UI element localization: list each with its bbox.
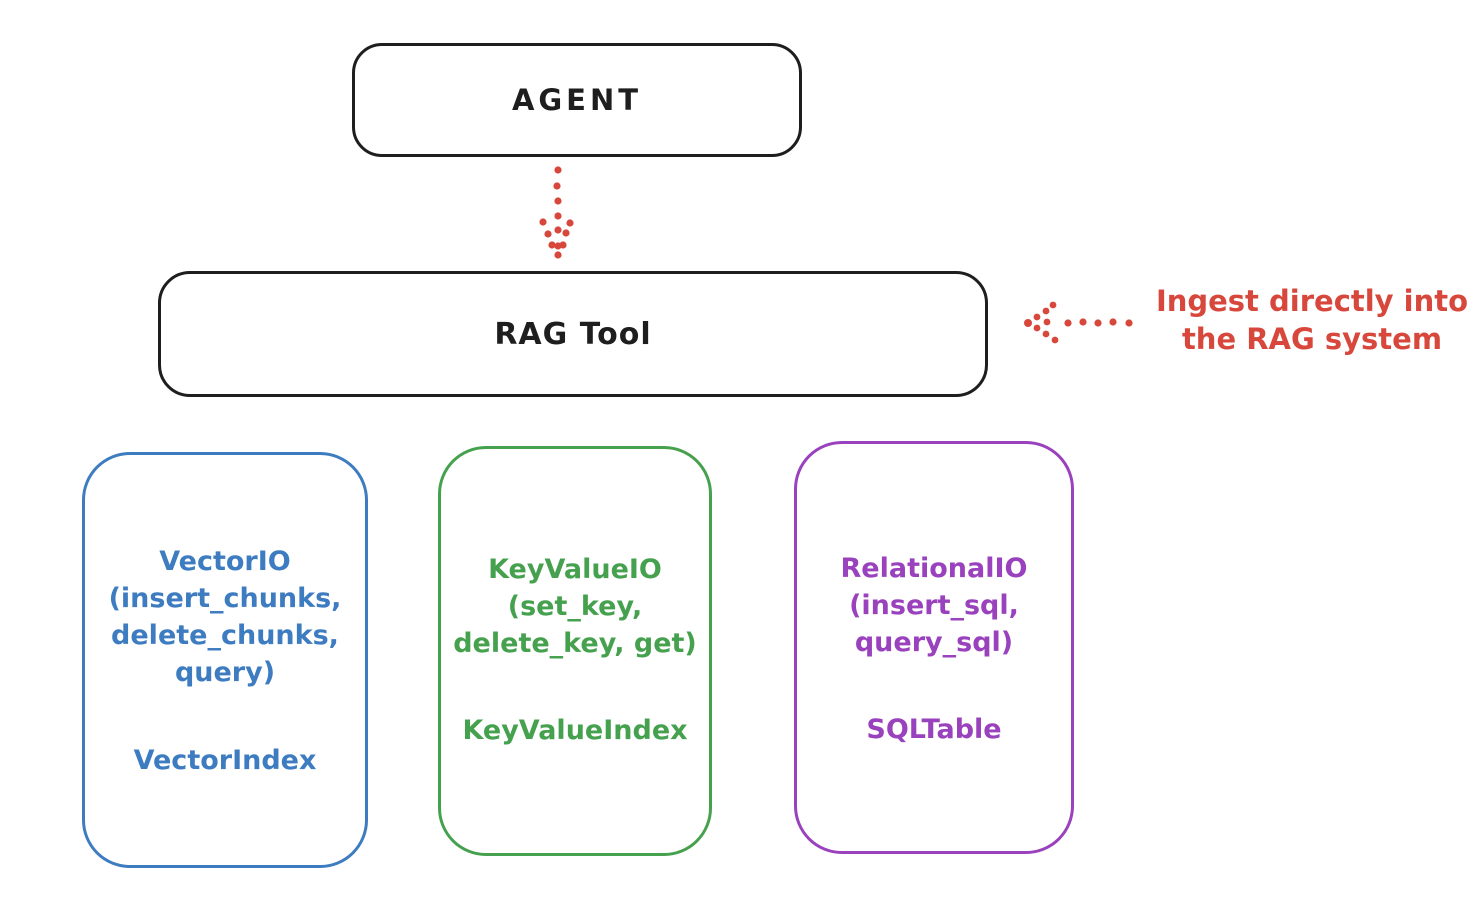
key-value-io-node: KeyValueIO (set_key, delete_key, get) Ke… bbox=[438, 446, 712, 856]
agent-node: AGENT bbox=[352, 43, 802, 157]
vector-io-label: VectorIO (insert_chunks, delete_chunks, … bbox=[108, 546, 342, 688]
key-value-io-label: KeyValueIO (set_key, delete_key, get) bbox=[453, 554, 697, 659]
vector-index-label: VectorIndex bbox=[133, 745, 317, 776]
rag-tool-node: RAG Tool bbox=[158, 271, 988, 397]
dotted-arrow-left-icon bbox=[1024, 301, 1133, 344]
key-value-index-label: KeyValueIndex bbox=[462, 715, 688, 746]
relational-io-node: RelationalIO (insert_sql, query_sql) SQL… bbox=[794, 441, 1074, 854]
relational-io-label: RelationalIO (insert_sql, query_sql) bbox=[840, 553, 1028, 658]
sql-table-label: SQLTable bbox=[866, 714, 1002, 745]
rag-tool-node-label: RAG Tool bbox=[494, 316, 652, 352]
dotted-arrow-down-icon bbox=[539, 166, 574, 259]
agent-node-label: AGENT bbox=[511, 83, 643, 117]
vector-io-node: VectorIO (insert_chunks, delete_chunks, … bbox=[82, 452, 368, 868]
ingest-annotation-label: Ingest directly into the RAG system bbox=[1155, 284, 1469, 356]
